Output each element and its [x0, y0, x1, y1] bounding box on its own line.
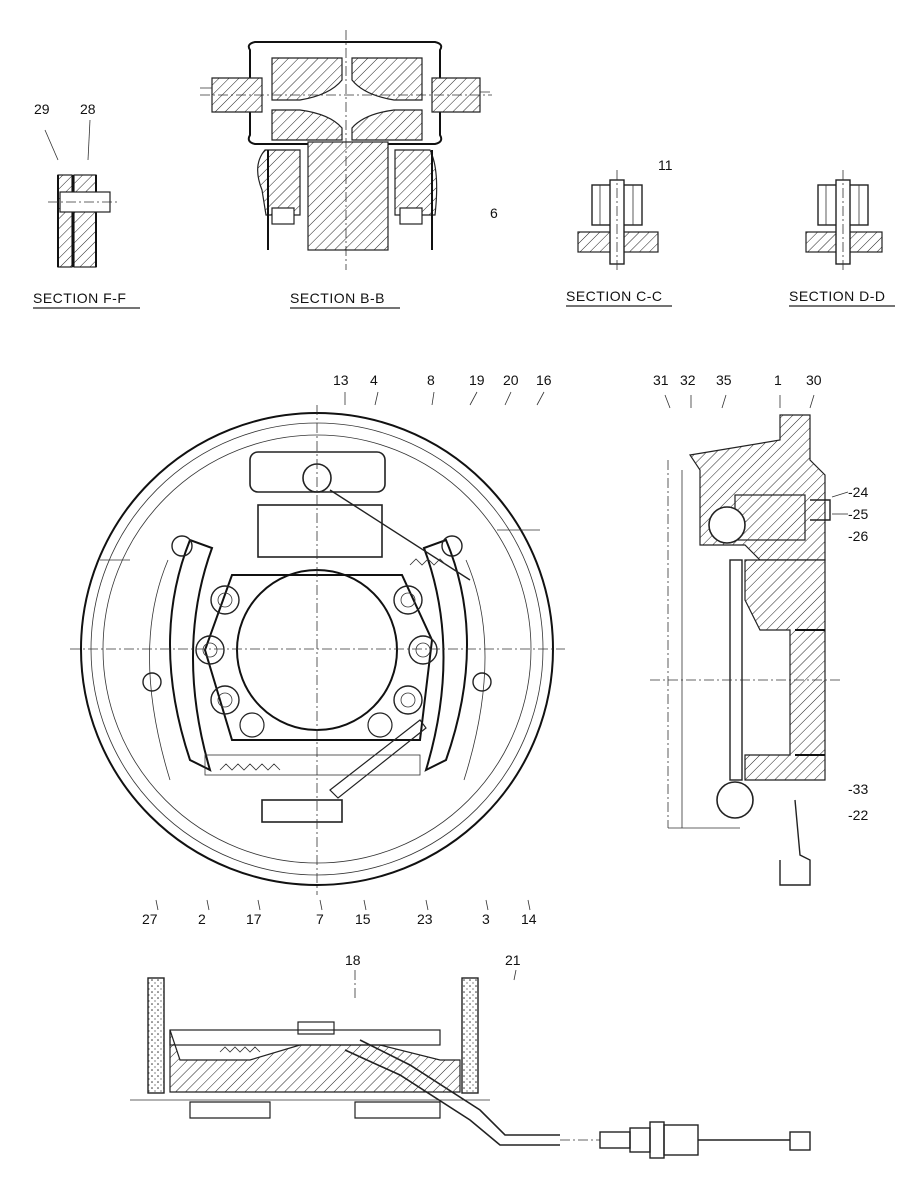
callout-31: 31 — [653, 372, 669, 388]
callout-18: 18 — [345, 952, 361, 968]
brake-bottom-section-view — [130, 969, 811, 1159]
callout-27: 27 — [142, 911, 158, 927]
callout-22: -22 — [848, 807, 868, 823]
callout-26: -26 — [848, 528, 868, 544]
callout-33: -33 — [848, 781, 868, 797]
section-b-b-view — [200, 30, 492, 270]
callout-17: 17 — [246, 911, 262, 927]
callout-2: 2 — [198, 911, 206, 927]
callout-21: 21 — [505, 952, 521, 968]
callout-8: 8 — [427, 372, 435, 388]
section-d-d-title: SECTION D-D — [789, 288, 886, 304]
callout-16: 16 — [536, 372, 552, 388]
callout-15: 15 — [355, 911, 371, 927]
callout-25: -25 — [848, 506, 868, 522]
brake-front-view — [70, 405, 565, 895]
section-f-f-view — [44, 119, 118, 268]
callout-20: 20 — [503, 372, 519, 388]
callout-4: 4 — [370, 372, 378, 388]
callout-13: 13 — [333, 372, 349, 388]
callout-35: 35 — [716, 372, 732, 388]
callout-14: 14 — [521, 911, 537, 927]
section-b-b-title: SECTION B-B — [290, 290, 385, 306]
callout-23: 23 — [417, 911, 433, 927]
top-leader-lines — [344, 391, 545, 406]
callout-24: -24 — [848, 484, 868, 500]
callout-29: 29 — [34, 101, 50, 117]
section-f-f-title: SECTION F-F — [33, 290, 126, 306]
section-c-c-title: SECTION C-C — [566, 288, 663, 304]
section-d-d-view — [805, 170, 883, 270]
callout-6: 6 — [490, 205, 498, 221]
section-c-c-view — [577, 170, 659, 270]
callout-28: 28 — [80, 101, 96, 117]
callout-7: 7 — [316, 911, 324, 927]
brake-side-view — [650, 414, 840, 886]
callout-3: 3 — [482, 911, 490, 927]
callout-11: 11 — [658, 157, 673, 173]
callout-19: 19 — [469, 372, 485, 388]
callout-1: 1 — [774, 372, 782, 388]
bottom-leader-lines — [155, 899, 531, 911]
callout-32: 32 — [680, 372, 696, 388]
side-leader-lines — [664, 394, 849, 515]
callout-30: 30 — [806, 372, 822, 388]
